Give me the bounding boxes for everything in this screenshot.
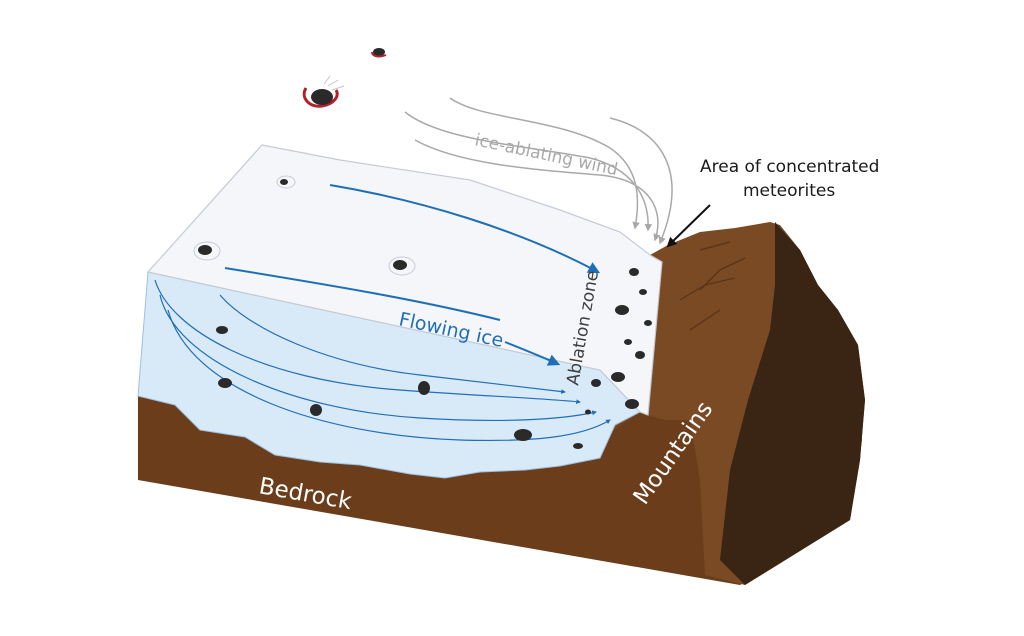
concentration-pointer-arrow	[666, 204, 711, 248]
surface-flow-arrow-upper	[329, 184, 601, 274]
mountain-ridge-line	[689, 241, 746, 331]
wind-label: ice-ablating wind	[473, 130, 620, 180]
surface-meteorites	[198, 179, 652, 415]
wind-lines	[404, 97, 673, 245]
flowing-ice-arrow	[504, 341, 561, 366]
mountain-ridge-line-2	[679, 277, 736, 301]
embedded-meteorites	[216, 326, 583, 449]
ice-body	[137, 271, 641, 479]
meteorite-icon	[371, 48, 387, 58]
area-label-line1: Area of concentrated	[700, 157, 879, 177]
area-label-line2: meteorites	[743, 181, 835, 201]
internal-flow-lines	[154, 279, 611, 442]
surface-meteorite-rings	[193, 175, 416, 276]
mountain-dark-side	[720, 222, 865, 585]
falling-meteorite-icon	[302, 75, 345, 108]
ice-surface	[146, 144, 663, 416]
surface-flow-arrow-lower	[224, 267, 501, 321]
